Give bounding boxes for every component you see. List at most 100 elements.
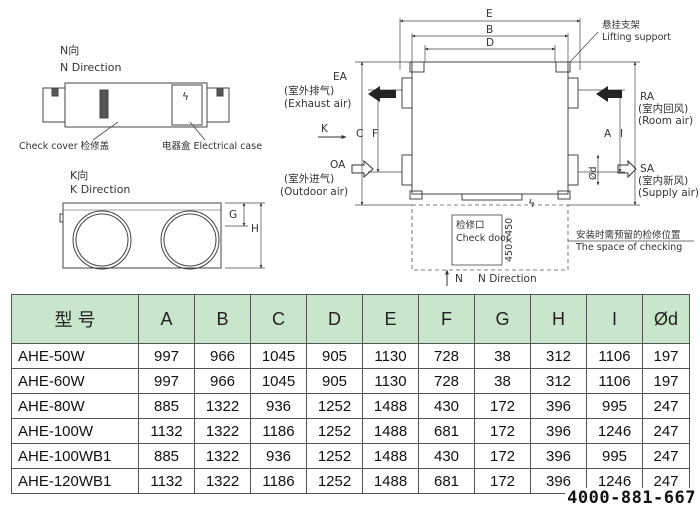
dim-b-label: B bbox=[486, 24, 493, 36]
electrical-case-leader bbox=[189, 121, 206, 141]
table-row: AHE-60W 997 966 1045 905 1130 728 38 312… bbox=[11, 368, 690, 394]
cell-e: 1130 bbox=[362, 368, 419, 394]
cell-b: 1322 bbox=[194, 468, 251, 494]
sa-en: (Supply air) bbox=[638, 187, 699, 199]
cell-od: 247 bbox=[642, 443, 690, 469]
main-unit-outline bbox=[401, 61, 579, 201]
dim-a-label: A bbox=[604, 128, 612, 140]
cell-i: 995 bbox=[586, 393, 643, 419]
sa-cn: (室内新风) bbox=[638, 174, 688, 187]
cell-d: 1252 bbox=[306, 393, 363, 419]
cell-od: 247 bbox=[642, 393, 690, 419]
header-h: H bbox=[530, 294, 587, 344]
header-f: F bbox=[418, 294, 475, 344]
dim-od-label: Ød bbox=[588, 166, 599, 180]
n-arrow-label: N bbox=[455, 273, 463, 285]
supply-air-arrow-icon bbox=[617, 159, 637, 179]
cell-model: AHE-100WB1 bbox=[11, 443, 139, 469]
ra-code: RA bbox=[640, 91, 655, 103]
dim-h-label: H bbox=[251, 223, 259, 235]
cell-e: 1488 bbox=[362, 443, 419, 469]
cell-c: 1186 bbox=[250, 468, 307, 494]
cell-a: 885 bbox=[138, 443, 195, 469]
cell-e: 1488 bbox=[362, 393, 419, 419]
cell-d: 1252 bbox=[306, 443, 363, 469]
electrical-case-label: 电器盒 Electrical case bbox=[162, 140, 262, 152]
ea-cn: (室外排气) bbox=[284, 84, 334, 97]
cell-model: AHE-80W bbox=[11, 393, 139, 419]
cell-model: AHE-120WB1 bbox=[11, 468, 139, 494]
check-cover-label: Check cover 检修盖 bbox=[19, 140, 110, 152]
outdoor-air-arrow-icon bbox=[351, 159, 374, 179]
header-d: D bbox=[306, 294, 363, 344]
cell-c: 1186 bbox=[250, 418, 307, 444]
cell-c: 1045 bbox=[250, 343, 307, 369]
cell-f: 728 bbox=[418, 343, 475, 369]
check-space-outline bbox=[411, 204, 569, 271]
space-note-cn: 安装时需预留的检修位置 bbox=[576, 229, 681, 241]
cell-a: 997 bbox=[138, 343, 195, 369]
cell-model: AHE-100W bbox=[11, 418, 139, 444]
dim-i-label: I bbox=[620, 128, 623, 140]
space-note-en: The space of checking bbox=[575, 242, 682, 253]
n-view-unit-outline bbox=[42, 82, 230, 128]
oa-en: (Outdoor air) bbox=[280, 186, 348, 198]
header-c: C bbox=[250, 294, 307, 344]
header-g: G bbox=[474, 294, 531, 344]
cell-f: 681 bbox=[418, 468, 475, 494]
check-door-outline bbox=[451, 214, 503, 266]
cell-h: 312 bbox=[530, 343, 587, 369]
k-view-title-en: K Direction bbox=[70, 183, 130, 196]
dimension-drawing: N向 N Direction ϟ Check cover 检修盖 电器盒 Ele… bbox=[19, 8, 699, 286]
n-view-title-en: N Direction bbox=[60, 61, 121, 74]
cell-e: 1488 bbox=[362, 418, 419, 444]
cell-b: 966 bbox=[194, 343, 251, 369]
oa-cn: (室外进气) bbox=[284, 172, 334, 185]
table-row: AHE-100WB1 885 1322 936 1252 1488 430 17… bbox=[11, 443, 690, 469]
cell-d: 905 bbox=[306, 343, 363, 369]
n-direction-label: N Direction bbox=[478, 273, 537, 285]
cell-d: 1252 bbox=[306, 418, 363, 444]
ra-cn: (室内回风) bbox=[638, 102, 688, 115]
table-row: AHE-100W 1132 1322 1186 1252 1488 681 17… bbox=[11, 418, 690, 444]
lifting-support-leader bbox=[569, 31, 599, 63]
cell-f: 430 bbox=[418, 393, 475, 419]
cell-b: 966 bbox=[194, 368, 251, 394]
cell-b: 1322 bbox=[194, 393, 251, 419]
electrical-symbol-icon: ϟ bbox=[182, 91, 189, 103]
table-row: AHE-50W 997 966 1045 905 1130 728 38 312… bbox=[11, 343, 690, 369]
header-e: E bbox=[362, 294, 419, 344]
k-view-title-cn: K向 bbox=[70, 168, 88, 182]
cell-a: 1132 bbox=[138, 468, 195, 494]
cell-e: 1130 bbox=[362, 343, 419, 369]
cell-i: 1106 bbox=[586, 343, 643, 369]
cell-a: 1132 bbox=[138, 418, 195, 444]
cell-f: 728 bbox=[418, 368, 475, 394]
cell-h: 312 bbox=[530, 368, 587, 394]
main-plan-view: E B D ϟ 检修口 Check door 450×450 bbox=[280, 8, 699, 286]
n-view-title-cn: N向 bbox=[60, 43, 79, 57]
cell-i: 995 bbox=[586, 443, 643, 469]
dim-f-label: F bbox=[372, 128, 378, 140]
header-b: B bbox=[194, 294, 251, 344]
cell-h: 396 bbox=[530, 418, 587, 444]
cell-g: 172 bbox=[474, 443, 531, 469]
specification-table: 型 号 A B C D E F G H I Ød AHE-50W 997 966… bbox=[11, 294, 690, 494]
k-direction-view: K向 K Direction G H bbox=[59, 168, 265, 270]
cell-a: 885 bbox=[138, 393, 195, 419]
cell-b: 1322 bbox=[194, 418, 251, 444]
cell-od: 247 bbox=[642, 418, 690, 444]
check-cover-leader bbox=[92, 121, 119, 141]
dim-c-label: C bbox=[356, 128, 363, 140]
ra-en: (Room air) bbox=[638, 115, 693, 127]
cell-h: 396 bbox=[530, 443, 587, 469]
oa-code: OA bbox=[330, 159, 346, 171]
dim-e-label: E bbox=[486, 8, 493, 20]
cell-od: 197 bbox=[642, 343, 690, 369]
electrical-box-icon: ϟ bbox=[528, 197, 535, 210]
dim-d-label: D bbox=[486, 37, 494, 49]
check-door-cn: 检修口 bbox=[456, 219, 485, 231]
lifting-support-en: Lifting support bbox=[602, 32, 671, 43]
header-model: 型 号 bbox=[11, 294, 139, 344]
header-i: I bbox=[586, 294, 643, 344]
